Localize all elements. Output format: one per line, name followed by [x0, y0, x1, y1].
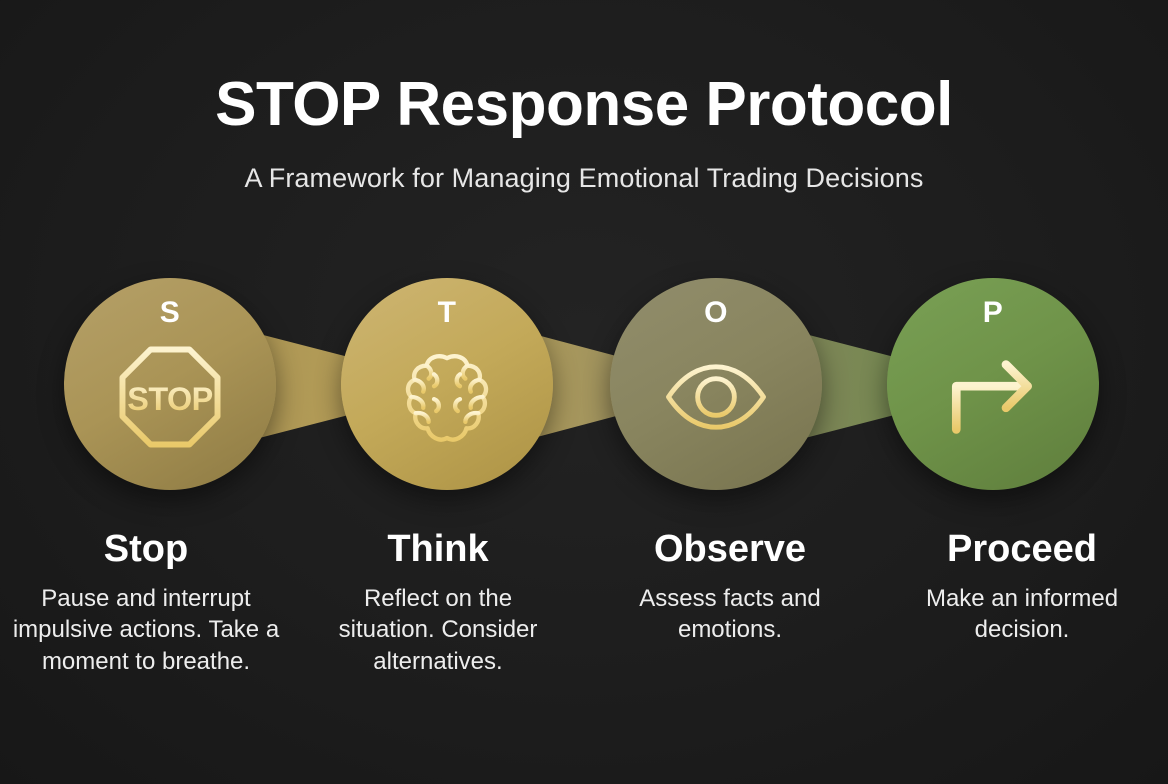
brain-icon	[393, 343, 501, 451]
step-flow: S STOP	[0, 278, 1168, 494]
caption-desc-think: Reflect on the situation. Consider alter…	[338, 584, 538, 676]
caption-desc-stop: Pause and interrupt impulsive actions. T…	[12, 584, 280, 676]
caption-title-observe: Observe	[653, 528, 807, 570]
caption-desc-proceed: Make an informed decision.	[925, 584, 1119, 644]
caption-think: Think Reflect on the situation. Consider…	[292, 528, 584, 678]
caption-desc-observe: Assess facts and emotions.	[639, 584, 821, 644]
step-circle-proceed[interactable]: P	[887, 278, 1099, 490]
caption-title-think: Think	[387, 528, 489, 570]
arrow-turn-right-icon	[939, 343, 1047, 451]
page-title: STOP Response Protocol	[215, 70, 953, 139]
svg-text:STOP: STOP	[127, 381, 212, 417]
step-letter-t: T	[437, 296, 457, 329]
step-circle-observe[interactable]: O	[610, 278, 822, 490]
caption-title-proceed: Proceed	[947, 528, 1097, 570]
step-circle-think[interactable]: T	[341, 278, 553, 490]
caption-proceed: Proceed Make an informed decision.	[876, 528, 1168, 678]
step-letter-p: P	[982, 296, 1004, 329]
step-circle-stop[interactable]: S STOP	[64, 278, 276, 490]
step-letter-o: O	[704, 296, 728, 329]
page-subtitle: A Framework for Managing Emotional Tradi…	[244, 163, 924, 194]
step-captions: Stop Pause and interrupt impulsive actio…	[0, 528, 1168, 678]
eye-icon	[662, 343, 770, 451]
caption-stop: Stop Pause and interrupt impulsive actio…	[0, 528, 292, 678]
step-letter-s: S	[159, 296, 181, 329]
stop-sign-icon: STOP	[116, 343, 224, 451]
caption-title-stop: Stop	[103, 528, 189, 570]
header: STOP Response Protocol A Framework for M…	[0, 0, 1168, 194]
caption-observe: Observe Assess facts and emotions.	[584, 528, 876, 678]
